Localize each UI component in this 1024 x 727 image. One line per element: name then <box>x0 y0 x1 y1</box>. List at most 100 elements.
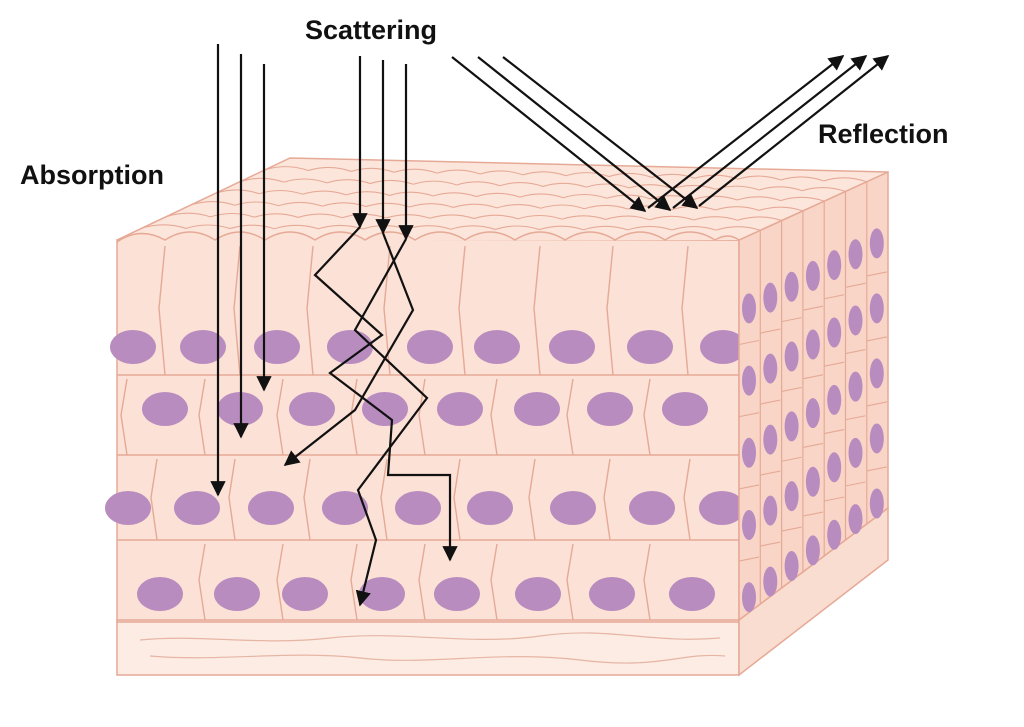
top-cell-outline <box>476 192 521 198</box>
front-top-bumps <box>116 231 740 243</box>
scattering-label: Scattering <box>305 15 438 45</box>
top-cell-outline <box>608 172 653 178</box>
front-face-bg <box>116 239 740 623</box>
cell-wall <box>643 378 651 456</box>
top-cell-outline <box>737 196 781 202</box>
top-cell-outline <box>542 182 587 188</box>
side-cell-boundary <box>738 484 760 490</box>
side-cell-boundary <box>866 401 887 407</box>
cell-wall <box>418 378 426 456</box>
side-cell-boundary <box>781 526 802 532</box>
side-cell-boundary <box>845 349 866 355</box>
top-cell-outline <box>758 186 803 192</box>
side-cell-boundary <box>824 361 845 367</box>
side-cell-boundary <box>866 466 887 472</box>
nucleus-icon <box>629 491 675 525</box>
nucleus-icon <box>395 491 441 525</box>
side-cell-boundary <box>845 415 866 421</box>
base-fiber <box>149 654 726 664</box>
cell-wall <box>453 458 461 541</box>
nucleus-icon <box>784 411 799 442</box>
tissue-side-face <box>738 170 889 622</box>
side-cell-boundary <box>845 282 866 288</box>
nucleus-icon <box>827 519 842 550</box>
cell-wall <box>150 458 158 541</box>
top-cell-outline <box>780 176 824 182</box>
side-cell-boundary <box>781 456 802 462</box>
side-cell-outlines <box>738 181 887 604</box>
top-cell-outline <box>308 166 352 172</box>
top-cell-outline <box>563 193 608 199</box>
nucleus-icon <box>869 358 884 389</box>
top-cell-outline <box>429 214 475 220</box>
nucleus-icon <box>763 353 778 384</box>
nucleus-icon <box>550 491 596 525</box>
nucleus-icon <box>669 577 715 611</box>
side-cell-boundary <box>738 339 760 346</box>
front-nuclei <box>105 330 746 611</box>
nucleus-icon <box>289 392 335 426</box>
nucleus-icon <box>587 392 633 426</box>
cell-wall <box>681 245 689 376</box>
nucleus-icon <box>627 330 673 364</box>
top-cell-outline <box>737 175 781 181</box>
top-cell-outline <box>394 168 438 174</box>
nucleus-icon <box>180 330 226 364</box>
top-cell-outline <box>586 183 630 189</box>
side-nuclei <box>742 228 884 613</box>
nucleus-icon <box>700 330 746 364</box>
top-cell-outline <box>605 215 650 221</box>
top-cell-outline <box>715 185 760 191</box>
side-cell-boundary <box>866 336 887 342</box>
scattering-path <box>353 238 429 607</box>
cell-wall <box>643 543 651 621</box>
cell-wall <box>458 245 466 376</box>
top-cell-outline <box>326 179 371 185</box>
nucleus-icon <box>763 566 778 597</box>
side-cell-boundary <box>781 317 802 323</box>
cell-wall <box>158 245 166 376</box>
top-cell-outline <box>715 226 761 231</box>
side-cell-boundary <box>824 496 845 502</box>
top-cell-outline <box>346 191 390 196</box>
reflection-outgoing-arrow <box>698 55 890 207</box>
nucleus-icon <box>805 535 820 566</box>
cell-wall <box>490 543 498 621</box>
scattering-path <box>313 226 458 562</box>
nucleus-icon <box>784 550 799 581</box>
top-cell-outline <box>351 167 395 173</box>
top-cell-outline <box>141 224 187 229</box>
top-cell-outline <box>672 184 716 190</box>
nucleus-icon <box>827 317 842 348</box>
cell-wall <box>198 378 206 456</box>
nucleus-icon <box>699 491 745 525</box>
side-cell-boundary <box>738 412 760 418</box>
nucleus-icon <box>805 398 820 429</box>
nucleus-icon <box>327 330 373 364</box>
nucleus-icon <box>282 577 328 611</box>
top-cell-outline <box>565 172 610 178</box>
nucleus-icon <box>474 330 520 364</box>
nucleus-icon <box>742 510 756 540</box>
cell-wall <box>566 378 574 456</box>
top-cell-outline <box>715 206 760 211</box>
side-cell-boundary <box>802 511 824 517</box>
top-cell-outline <box>539 225 584 231</box>
top-cell-outline <box>370 179 414 185</box>
top-cell-outline <box>409 203 454 208</box>
nucleus-icon <box>827 452 842 483</box>
top-cell-outline <box>671 226 717 231</box>
top-cell-outline <box>540 204 585 210</box>
nucleus-icon <box>105 491 151 525</box>
nucleus-icon <box>784 341 799 372</box>
cell-wall <box>603 458 611 541</box>
side-cell-boundary <box>760 541 781 547</box>
nucleus-icon <box>784 271 799 302</box>
top-cell-outline <box>283 178 328 184</box>
nucleus-icon <box>254 330 300 364</box>
reflection-outgoing-arrow <box>672 55 868 209</box>
cell-wall <box>198 543 206 621</box>
top-cell-outline <box>649 215 694 221</box>
nucleus-icon <box>467 491 513 525</box>
nucleus-icon <box>869 423 884 454</box>
